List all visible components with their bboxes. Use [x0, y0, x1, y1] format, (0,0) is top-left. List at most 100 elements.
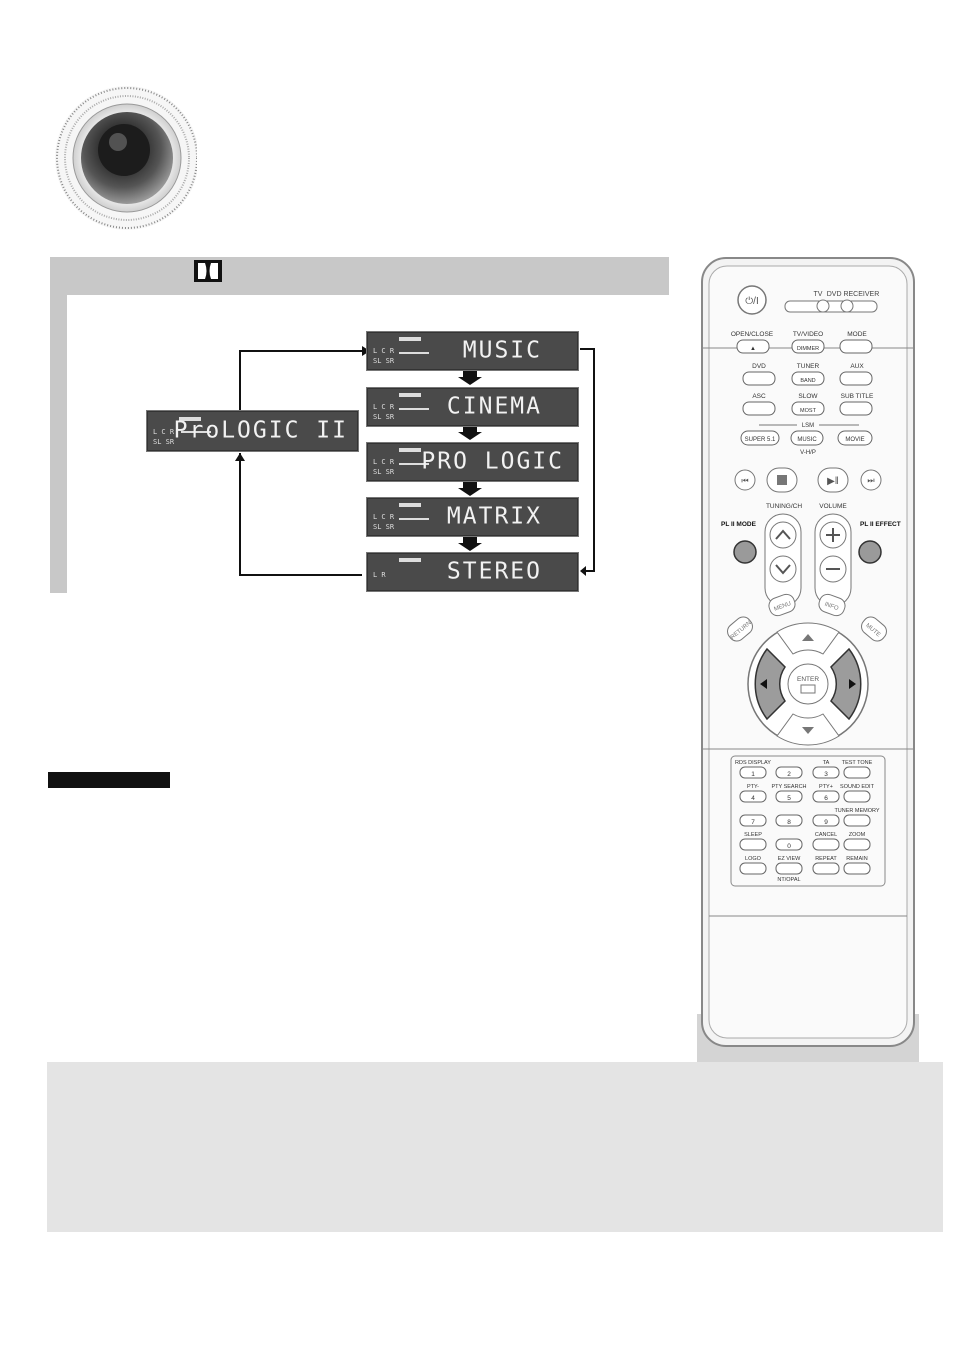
previous-icon: ⏮ — [741, 476, 748, 485]
panel-rail — [50, 295, 67, 593]
next-icon: ⏭ — [867, 476, 874, 485]
dvd-button[interactable] — [742, 371, 776, 386]
channel-indicator-icon: L C R SL SR — [373, 393, 429, 421]
right-button[interactable] — [830, 647, 862, 721]
pl-ii-mode-button[interactable] — [733, 540, 757, 564]
svg-text:⏻/I: ⏻/I — [745, 296, 758, 307]
sleep-button[interactable] — [739, 838, 767, 851]
music-button[interactable] — [790, 430, 824, 446]
asc-label: ASC — [752, 393, 766, 400]
display-text: MATRIX — [446, 503, 542, 530]
return-button[interactable] — [724, 614, 755, 645]
digit-3-button[interactable] — [812, 766, 840, 779]
digit-8-label: 8 — [787, 819, 791, 826]
music-label: MUSIC — [797, 437, 817, 443]
movie-label: MOVIE — [845, 437, 864, 443]
vhp-label: V-H/P — [800, 450, 816, 456]
info-button[interactable] — [817, 592, 848, 618]
mode-button[interactable] — [839, 339, 873, 354]
digit-1-button[interactable] — [739, 766, 767, 779]
asc-button[interactable] — [742, 401, 776, 416]
svg-text:SL SR: SL SR — [373, 523, 395, 531]
test-tone-button[interactable] — [843, 766, 871, 779]
display-text: STEREO — [446, 558, 542, 585]
next-button[interactable] — [860, 469, 882, 491]
digit-6-button[interactable] — [812, 790, 840, 803]
display-matrix: L C R SL SR MATRIX — [366, 497, 579, 537]
cancel-label: CANCEL — [815, 832, 837, 838]
tuning-up-button[interactable] — [769, 521, 797, 549]
dvd-receiver-label: DVD RECEIVER — [827, 291, 880, 298]
digit-2-button[interactable] — [775, 766, 803, 779]
digit-7-label: 7 — [751, 819, 755, 826]
zoom-label: ZOOM — [849, 832, 866, 838]
subtitle-button[interactable] — [839, 401, 873, 416]
channel-indicator-icon: L C R SL SR — [373, 337, 429, 365]
cancel-button[interactable] — [812, 838, 840, 851]
pty-minus-label: PTY- — [747, 784, 759, 790]
tuner-memory-label: TUNER MEMORY — [834, 808, 879, 814]
ez-view-label: EZ VIEW — [778, 856, 801, 862]
movie-button[interactable] — [837, 430, 873, 446]
up-arrow-icon — [802, 634, 814, 641]
left-arrow-icon — [760, 679, 767, 689]
enter-button[interactable] — [787, 663, 829, 705]
zoom-button[interactable] — [843, 838, 871, 851]
digit-2-label: 2 — [787, 771, 791, 778]
remain-label: REMAIN — [846, 856, 867, 862]
super-5-1-button[interactable] — [740, 430, 780, 446]
dimmer-label: DIMMER — [797, 346, 819, 352]
enter-icon — [800, 684, 816, 694]
svg-text:L C R: L C R — [373, 403, 395, 411]
repeat-button[interactable] — [812, 862, 840, 875]
menu-button[interactable] — [767, 592, 798, 618]
plus-icon — [826, 528, 840, 542]
pl-ii-effect-button[interactable] — [858, 540, 882, 564]
digit-9-button[interactable] — [812, 814, 840, 827]
tv-select-button[interactable] — [816, 299, 830, 313]
power-button[interactable]: ⏻/I — [737, 285, 767, 315]
logo-button[interactable] — [739, 862, 767, 875]
digit-7-button[interactable] — [739, 814, 767, 827]
slow-button[interactable] — [791, 401, 825, 416]
digit-8-button[interactable] — [775, 814, 803, 827]
digit-5-button[interactable] — [775, 790, 803, 803]
enter-label: ENTER — [797, 676, 819, 683]
info-label: INFO — [824, 602, 840, 613]
section-header-band — [50, 257, 669, 295]
sound-edit-button[interactable] — [843, 790, 871, 803]
play-pause-button[interactable] — [817, 467, 849, 493]
channel-indicator-icon: L C R SL SR — [373, 448, 429, 476]
down-arrow-icon — [802, 727, 814, 734]
dimmer-button[interactable] — [791, 339, 825, 354]
digit-0-button[interactable] — [775, 838, 803, 851]
previous-button[interactable] — [734, 469, 756, 491]
sound-edit-label: SOUND EDIT — [840, 784, 875, 790]
tuning-ch-label: TUNING/CH — [766, 503, 802, 510]
open-close-button[interactable] — [736, 339, 770, 354]
digit-4-button[interactable] — [739, 790, 767, 803]
display-music: L C R SL SR MUSIC — [366, 331, 579, 371]
aux-button[interactable] — [839, 371, 873, 386]
svg-text:L C R: L C R — [373, 458, 395, 466]
sleep-label: SLEEP — [744, 832, 762, 838]
digit-0-label: 0 — [787, 843, 791, 850]
mode-flow-arrows — [235, 346, 595, 576]
svg-text:SL SR: SL SR — [373, 468, 395, 476]
dvd-receiver-select-button[interactable] — [840, 299, 854, 313]
mode-label: MODE — [847, 331, 867, 338]
open-close-label: OPEN/CLOSE — [731, 331, 774, 338]
svg-text:L C R: L C R — [373, 347, 395, 355]
tuning-down-button[interactable] — [769, 555, 797, 583]
mute-button[interactable] — [858, 614, 889, 645]
nt-pal-label: NT/OPAL — [777, 877, 800, 883]
dvd-label: DVD — [752, 363, 766, 370]
display-text: PRO LOGIC — [421, 448, 564, 475]
channel-indicator-icon: L C R SL SR — [153, 417, 211, 446]
tuner-memory-button[interactable] — [843, 814, 871, 827]
remain-button[interactable] — [843, 862, 871, 875]
ez-view-button[interactable] — [775, 862, 803, 875]
tuner-band-button[interactable] — [791, 371, 825, 386]
left-button[interactable] — [754, 647, 786, 721]
display-text: MUSIC — [462, 337, 542, 364]
